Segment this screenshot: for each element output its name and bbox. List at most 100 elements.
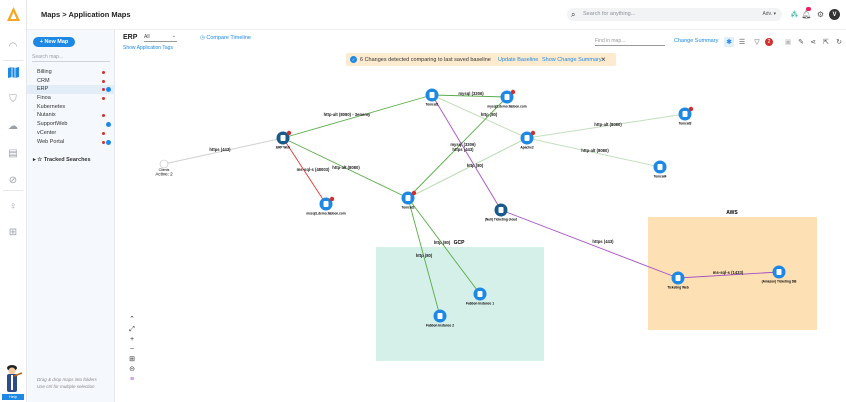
settings-gear-icon[interactable]: ⚙ <box>816 10 825 19</box>
map-item-vcenter[interactable]: vCenter <box>27 129 115 138</box>
edit-pencil-icon[interactable]: ✎ <box>798 39 804 46</box>
lock-icon[interactable]: ⊝ <box>129 366 135 373</box>
map-edge[interactable] <box>526 137 661 168</box>
node-glyph <box>405 195 411 201</box>
map-item-nutanix[interactable]: Nutanix <box>27 111 115 120</box>
map-node-gi1[interactable]: Fabbon Instance 1 <box>466 287 494 306</box>
map-item-web-portal[interactable]: Web Portal <box>27 138 115 147</box>
map-node-tomcat1[interactable]: Tomcat1 <box>425 88 439 107</box>
map-edge[interactable] <box>282 137 327 205</box>
help-mascot[interactable]: Help <box>2 362 24 400</box>
lightbulb-icon[interactable]: ♀ <box>9 200 17 212</box>
chevron-down-icon: ⌄ <box>171 33 176 39</box>
node-label: Fabbon Instance 1 <box>466 302 494 306</box>
advanced-search-dropdown[interactable]: Adv. ▾ <box>762 11 776 17</box>
node-label: Clients <box>159 168 170 172</box>
map-edge[interactable] <box>526 113 686 139</box>
filter-icon[interactable]: ▽ <box>754 39 760 46</box>
map-item-label: Finoa <box>37 95 51 102</box>
alert-count-badge[interactable]: 2 <box>765 38 773 46</box>
update-baseline-link[interactable]: Update Baseline <box>498 56 539 63</box>
zoom-in-icon[interactable]: + <box>129 336 135 343</box>
map-edge[interactable] <box>407 197 481 295</box>
map-node-tdb[interactable]: (Amazon) Ticketing DB <box>762 265 798 284</box>
tracked-searches-toggle[interactable]: ▸ ☆ Tracked Searches <box>33 157 91 163</box>
map-node-gi2[interactable]: Fabbon Instance 2 <box>426 309 454 328</box>
application-map[interactable]: GCP AWS https (443)http-alt (8080) - 3en… <box>115 30 846 402</box>
filter-select[interactable]: All⌄ <box>144 33 177 42</box>
save-icon[interactable]: ▣ <box>784 39 792 46</box>
share-icon[interactable]: ⋖ <box>810 39 816 46</box>
map-node-mysql[interactable]: mysql1.demo.fabbon.com <box>487 89 527 109</box>
map-item-supportweb[interactable]: SupportWeb <box>27 120 115 129</box>
fit-to-screen-icon[interactable]: ⤢ <box>129 326 135 333</box>
node-glyph <box>776 269 782 275</box>
map-node-tweb[interactable]: Ticketing Web <box>667 271 689 290</box>
grid-layout-icon[interactable]: ⊞ <box>129 356 135 363</box>
graph-view-icon[interactable]: ✱ <box>724 37 734 47</box>
help-button[interactable]: Help <box>2 394 24 400</box>
map-list: Billing CRM ERP Finoa Kubernetes Nutanix… <box>27 68 115 146</box>
map-edge[interactable] <box>407 96 508 199</box>
change-summary-link[interactable]: Change Summary <box>674 38 719 44</box>
cloud-icon[interactable]: ☁ <box>8 120 18 132</box>
map-edge[interactable] <box>407 197 441 317</box>
zone-label-aws: AWS <box>726 210 738 216</box>
dashboard-icon[interactable]: ◠ <box>8 40 18 52</box>
map-item-billing[interactable]: Billing <box>27 68 115 77</box>
export-icon[interactable]: ⇱ <box>823 39 829 46</box>
show-change-summary-link[interactable]: Show Change Summary <box>542 56 602 63</box>
user-avatar[interactable]: V <box>829 9 840 20</box>
compare-timeline-button[interactable]: ◷ Compare Timeline <box>200 35 251 41</box>
map-edge[interactable] <box>431 94 528 139</box>
compass-icon[interactable]: ⊘ <box>8 174 18 186</box>
collapse-icon[interactable]: ⌃ <box>129 316 135 323</box>
app-logo-icon[interactable] <box>5 6 22 23</box>
zoom-out-icon[interactable]: − <box>129 346 135 353</box>
changes-notice-banner: ✓ 6 Changes detected comparing to last s… <box>346 53 616 66</box>
refresh-icon[interactable]: ↻ <box>836 39 842 46</box>
zoom-controls: ⌃ ⤢ + − ⊞ ⊝ ≡ <box>127 315 137 385</box>
map-node-apache2[interactable]: Apache2 <box>520 130 536 150</box>
node-glyph <box>682 111 688 117</box>
global-search[interactable]: ⌕ Search for anything... Adv. ▾ <box>567 8 782 21</box>
drag-drop-tip: Drag & drop maps into folders Use ctrl f… <box>37 377 97 390</box>
node-label: Tomcat1 <box>426 103 439 107</box>
map-item-erp[interactable]: ERP <box>27 85 115 95</box>
show-application-tags-link[interactable]: Show Application Tags <box>123 45 173 51</box>
map-edge[interactable] <box>407 137 528 199</box>
list-view-icon[interactable]: ☰ <box>738 39 746 46</box>
notification-bell-icon[interactable]: 🔔︎ <box>801 10 812 19</box>
map-icon[interactable] <box>5 64 21 80</box>
close-icon[interactable]: × <box>601 54 606 64</box>
map-edge[interactable] <box>282 137 409 199</box>
map-node-tomcat2[interactable]: Tomcat2 <box>401 190 417 210</box>
map-edge[interactable] <box>677 271 780 279</box>
find-in-map-input[interactable]: Find in map... <box>595 38 665 46</box>
report-icon[interactable]: ▤ <box>8 147 18 159</box>
map-node-tomcat3[interactable]: Tomcat3 <box>678 106 694 126</box>
map-edge[interactable] <box>163 137 284 165</box>
topology-icon[interactable]: ⁂ <box>790 10 799 19</box>
map-node-tomcat4[interactable]: Tomcat4 <box>653 160 667 179</box>
legend-icon[interactable]: ≡ <box>129 376 135 383</box>
network-icon[interactable]: ⁘ <box>790 10 797 19</box>
map-node-cloud[interactable]: (Null) Ticketing cloud <box>485 203 517 222</box>
alert-dot <box>411 190 417 196</box>
new-map-button[interactable]: + New Map <box>33 37 75 47</box>
map-node-mssql[interactable]: mssql1.demo.fabbon.com <box>306 196 346 216</box>
map-edge[interactable] <box>431 94 508 98</box>
map-item-crm[interactable]: CRM <box>27 77 115 86</box>
node-label: Fabbon Instance 2 <box>426 324 454 328</box>
gift-icon[interactable]: ⊞ <box>8 226 18 238</box>
map-item-finoa[interactable]: Finoa <box>27 94 115 103</box>
map-edge[interactable] <box>282 94 433 139</box>
map-node-erp[interactable]: ERP Web <box>276 130 292 150</box>
map-item-kubernetes[interactable]: Kubernetes <box>27 103 115 112</box>
search-input[interactable]: Search for anything... <box>583 11 636 17</box>
map-edge[interactable] <box>431 94 502 211</box>
shield-icon[interactable]: ⛉ <box>9 93 17 105</box>
search-map-input[interactable]: Search map... <box>32 54 110 62</box>
map-edge[interactable] <box>500 209 679 279</box>
